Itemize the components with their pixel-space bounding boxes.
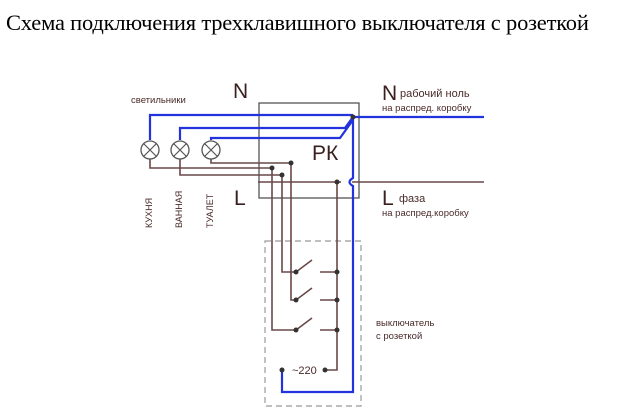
label-phase-sub: на распред.коробку: [382, 208, 469, 219]
switch-socket-frame: [264, 240, 362, 407]
label-n-top: N: [233, 80, 248, 103]
label-l-left: L: [234, 187, 246, 210]
label-toilet: ТУАЛЕТ: [205, 193, 215, 228]
label-neutral-sub: на распред. коробку: [382, 103, 472, 114]
junction-box: [258, 102, 360, 199]
label-switch-2: с розеткой: [376, 331, 422, 342]
lamp-toilet: [201, 140, 221, 160]
label-kitchen: КУХНЯ: [144, 198, 154, 228]
junction-dots: [269, 114, 356, 373]
label-lamps: светильники: [131, 95, 186, 106]
phase-wires: [149, 158, 484, 371]
label-phase: фаза: [399, 193, 426, 205]
label-neutral: рабочий ноль: [400, 88, 470, 100]
label-switch-1: выключатель: [376, 318, 434, 329]
neutral-wires: [148, 113, 484, 394]
diagram-title: Схема подключения трехклавишного выключа…: [6, 10, 589, 35]
lamp-kitchen: [140, 140, 160, 160]
label-l-right: L: [382, 187, 394, 210]
label-socket: ~220: [292, 365, 317, 377]
label-n-right: N: [382, 82, 397, 105]
label-bathroom: ВАННАЯ: [174, 191, 184, 228]
label-junction-box: РК: [312, 142, 339, 165]
lamp-bathroom: [170, 140, 190, 160]
